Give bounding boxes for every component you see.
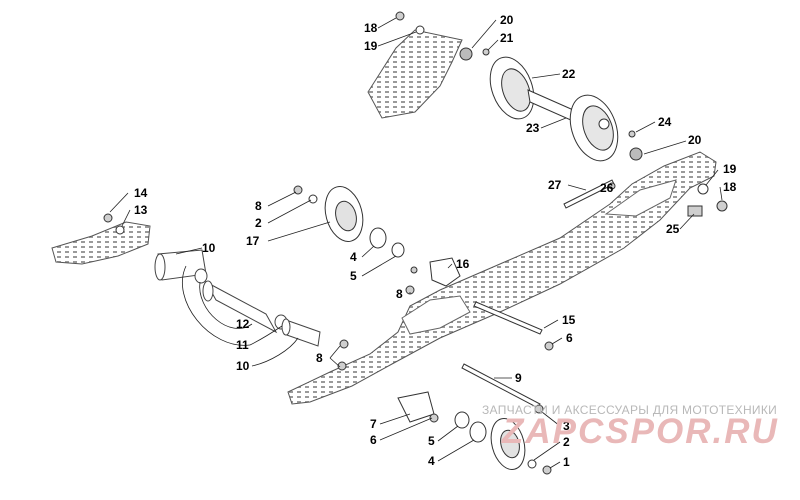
main-slide-rail — [287, 151, 717, 405]
spacer-washer — [194, 268, 208, 284]
rear-axle-bolt-right — [629, 147, 643, 161]
callout-17: 17 — [246, 234, 260, 248]
front-wheel-bracket — [397, 391, 435, 423]
nut-6-lower — [429, 413, 439, 423]
callout-10: 10 — [236, 359, 250, 373]
callout-19: 19 — [364, 39, 378, 53]
rear-rail-upper — [367, 29, 463, 119]
front-wheel-bearing — [469, 421, 487, 443]
callout-16: 16 — [456, 257, 470, 271]
middle-wheel-spacer — [391, 242, 405, 258]
callout-1: 1 — [563, 455, 570, 469]
callout-5: 5 — [428, 434, 435, 448]
washer-24 — [628, 130, 636, 138]
callout-24: 24 — [658, 115, 672, 129]
callout-8: 8 — [316, 351, 323, 365]
callout-25: 25 — [666, 222, 680, 236]
callout-21: 21 — [500, 31, 514, 45]
callout-19: 19 — [723, 162, 737, 176]
washer-2-upper — [308, 194, 318, 204]
bolt-1 — [542, 465, 552, 475]
bolt-14 — [103, 213, 113, 223]
callout-20: 20 — [688, 133, 702, 147]
long-bolts — [461, 179, 615, 409]
callout-labels: 18 19 20 21 22 23 24 20 19 18 27 26 25 1… — [134, 13, 737, 469]
front-wheel-assembly — [397, 391, 526, 470]
callout-5: 5 — [350, 269, 357, 283]
rear-axle-bolt — [459, 47, 473, 61]
cross-shaft-assembly — [154, 249, 321, 347]
callout-4: 4 — [350, 250, 357, 264]
callout-3: 3 — [563, 419, 570, 433]
callout-23: 23 — [526, 121, 540, 135]
callout-12: 12 — [236, 317, 250, 331]
callout-11: 11 — [236, 338, 249, 352]
callout-26: 26 — [600, 181, 614, 195]
middle-wheel-assembly — [324, 186, 461, 287]
leader-lines — [109, 17, 723, 469]
fasteners — [103, 11, 728, 475]
bolt-8-lower-a — [339, 339, 349, 349]
callout-13: 13 — [134, 203, 148, 217]
wheel-mount-bracket — [429, 257, 461, 287]
left-rail-front-section — [51, 221, 151, 265]
callout-2: 2 — [563, 435, 570, 449]
through-bolt-15 — [473, 301, 543, 335]
bolt-18-right — [716, 200, 728, 212]
watermark-caption: ЗАПЧАСТИ И АКСЕССУАРЫ ДЛЯ МОТОТЕХНИКИ — [482, 403, 778, 417]
callout-27: 27 — [548, 178, 562, 192]
callout-8: 8 — [396, 287, 403, 301]
washer-2-lower — [527, 459, 537, 469]
rear-idler-wheel-assembly — [459, 47, 643, 162]
callout-10: 10 — [202, 241, 216, 255]
washer-19-right — [697, 183, 709, 195]
callout-4: 4 — [428, 454, 435, 468]
nut-3 — [534, 404, 544, 414]
callout-2: 2 — [255, 216, 262, 230]
callout-14: 14 — [134, 186, 148, 200]
bolt-8-lower-b — [337, 361, 347, 371]
washer-13 — [115, 225, 125, 235]
washer-21 — [482, 48, 490, 56]
washer-19-top — [415, 25, 425, 35]
callout-18: 18 — [364, 21, 378, 35]
bolt-18-top — [395, 11, 405, 21]
callout-22: 22 — [562, 67, 576, 81]
cap-25 — [687, 205, 703, 217]
callout-18: 18 — [723, 180, 737, 194]
front-wheel-spacer — [454, 411, 470, 429]
nut-6-upper — [544, 341, 554, 351]
middle-wheel-bearing — [369, 227, 387, 249]
nut-5-upper — [410, 266, 418, 274]
callout-8: 8 — [255, 199, 262, 213]
callout-20: 20 — [500, 13, 514, 27]
callout-9: 9 — [515, 371, 522, 385]
watermark-logo: ZAPCSPOR.RU — [502, 412, 779, 451]
callout-7: 7 — [370, 417, 377, 431]
through-bolt-9 — [461, 363, 541, 409]
callout-15: 15 — [562, 313, 576, 327]
callout-6: 6 — [370, 433, 377, 447]
callout-6: 6 — [566, 331, 573, 345]
